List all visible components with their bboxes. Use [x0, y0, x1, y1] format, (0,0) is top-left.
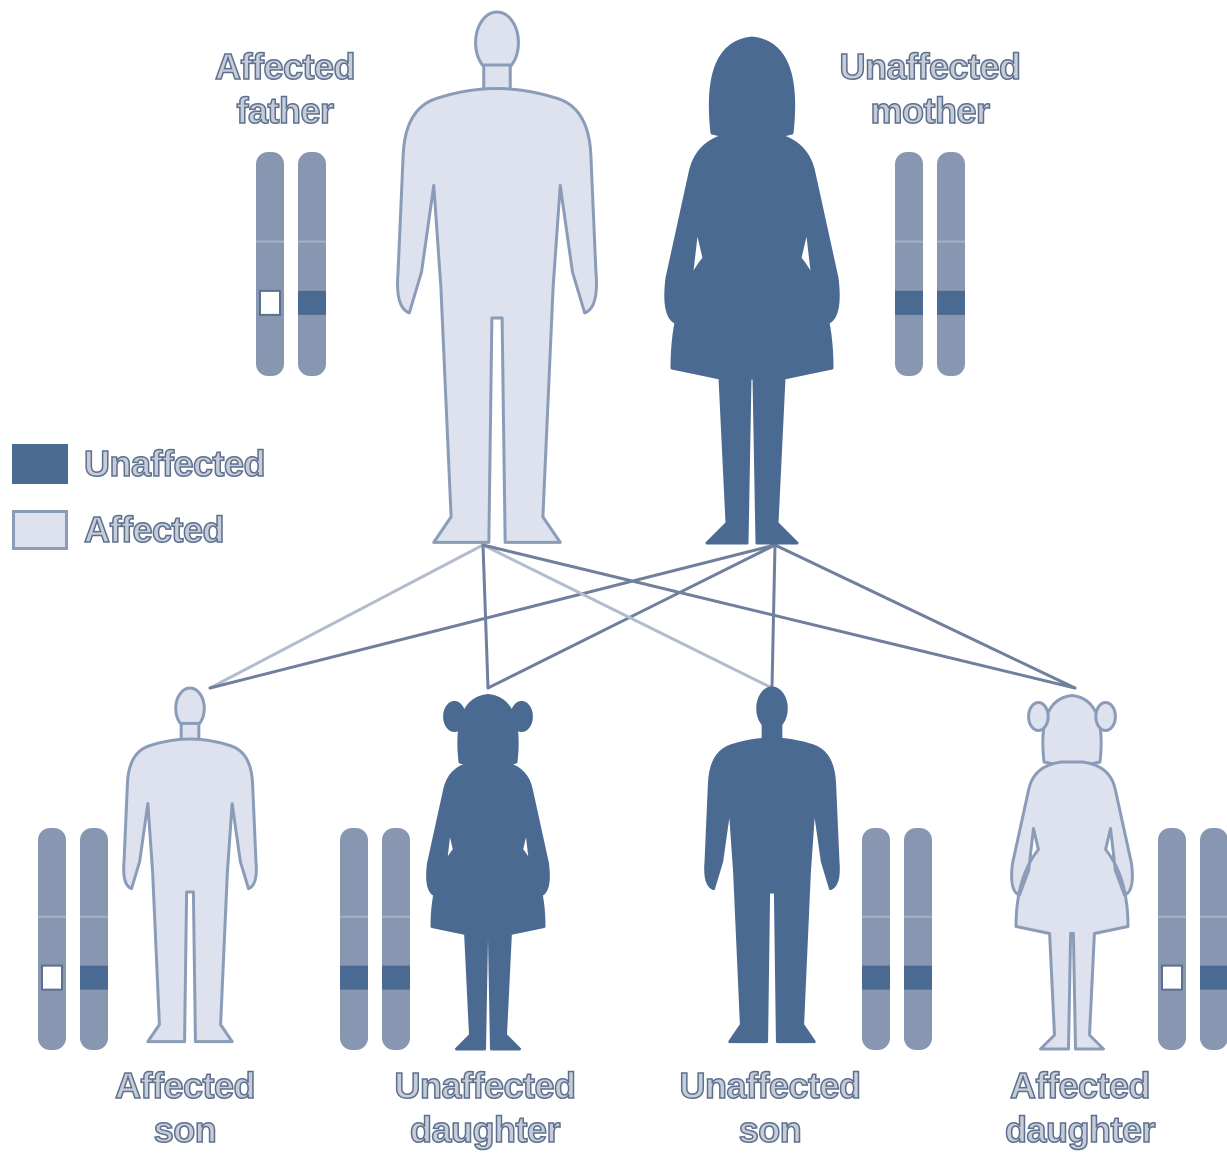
child-3-chromosomes [862, 828, 932, 1050]
child-1-chromosomes [38, 828, 108, 1050]
child-3-chromosomes-unaffected-allele-1 [862, 966, 890, 990]
father-line-1 [210, 545, 483, 688]
child-4-chromosomes-chromosome-2 [1200, 828, 1227, 1050]
mother-label-line1: Unaffected [800, 45, 1060, 89]
legend-affected: Affected [12, 508, 224, 552]
mother-chromosomes-unaffected-allele-2 [937, 291, 965, 315]
unaffected-swatch [12, 444, 68, 484]
child-2-chromosomes-unaffected-allele-1 [340, 966, 368, 990]
child-2-chromosomes-unaffected-allele-2 [382, 966, 410, 990]
child-2-chromosomes-chromosome-1 [340, 828, 368, 1050]
legend-affected-label: Affected [84, 508, 224, 552]
legend-unaffected-label: Unaffected [84, 442, 265, 486]
child-3-chromosomes-unaffected-allele-2 [904, 966, 932, 990]
child-3-label-line2: son [640, 1108, 900, 1152]
child-4-label-line1: Affected [955, 1064, 1205, 1108]
inheritance-lines [210, 545, 1075, 688]
father-label-line1: Affected [170, 45, 400, 89]
child-1-label-line1: Affected [70, 1064, 300, 1108]
child-1-chromosomes-chromosome-1 [38, 828, 66, 1050]
child-2-label: Unaffected daughter [355, 1064, 615, 1152]
child-4-label: Affected daughter [955, 1064, 1205, 1152]
mother-line-1 [210, 545, 775, 688]
father-chromosomes-unaffected-allele-2 [298, 291, 326, 315]
mother-chromosomes-chromosome-2 [937, 152, 965, 376]
father-line-4 [483, 545, 1075, 688]
child-3-chromosomes-chromosome-1 [862, 828, 890, 1050]
child-1-figure [124, 688, 257, 1042]
child-3-label-line1: Unaffected [640, 1064, 900, 1108]
father-chromosomes [256, 152, 326, 376]
mother-label-line2: mother [800, 89, 1060, 133]
father-chromosomes-affected-allele-1 [260, 291, 280, 315]
child-1-chromosomes-unaffected-allele-2 [80, 966, 108, 990]
child-2-chromosomes [340, 828, 410, 1050]
child-1-label: Affected son [70, 1064, 300, 1152]
mother-line-4 [775, 545, 1075, 688]
mother-chromosomes [895, 152, 965, 376]
child-1-chromosomes-chromosome-2 [80, 828, 108, 1050]
child-2-label-line1: Unaffected [355, 1064, 615, 1108]
affected-swatch [12, 510, 68, 550]
child-4-label-line2: daughter [955, 1108, 1205, 1152]
father-label: Affected father [170, 45, 400, 133]
father-chromosomes-chromosome-2 [298, 152, 326, 376]
child-2-chromosomes-chromosome-2 [382, 828, 410, 1050]
child-4-chromosomes-chromosome-1 [1158, 828, 1186, 1050]
father-chromosomes-chromosome-1 [256, 152, 284, 376]
child-1-label-line2: son [70, 1108, 300, 1152]
child-4-chromosomes [1158, 828, 1227, 1050]
child-4-chromosomes-affected-allele-1 [1162, 966, 1182, 990]
mother-chromosomes-chromosome-1 [895, 152, 923, 376]
child-3-figure [706, 688, 839, 1042]
child-2-figure [428, 696, 549, 1050]
child-4-chromosomes-unaffected-allele-2 [1200, 966, 1227, 990]
legend-unaffected: Unaffected [12, 442, 265, 486]
mother-chromosomes-unaffected-allele-1 [895, 291, 923, 315]
father-label-line2: father [170, 89, 400, 133]
child-2-label-line2: daughter [355, 1108, 615, 1152]
mother-label: Unaffected mother [800, 45, 1060, 133]
child-3-chromosomes-chromosome-2 [904, 828, 932, 1050]
child-3-label: Unaffected son [640, 1064, 900, 1152]
child-4-figure [1012, 696, 1133, 1050]
father-figure [398, 12, 597, 542]
child-1-chromosomes-affected-allele-1 [42, 966, 62, 990]
